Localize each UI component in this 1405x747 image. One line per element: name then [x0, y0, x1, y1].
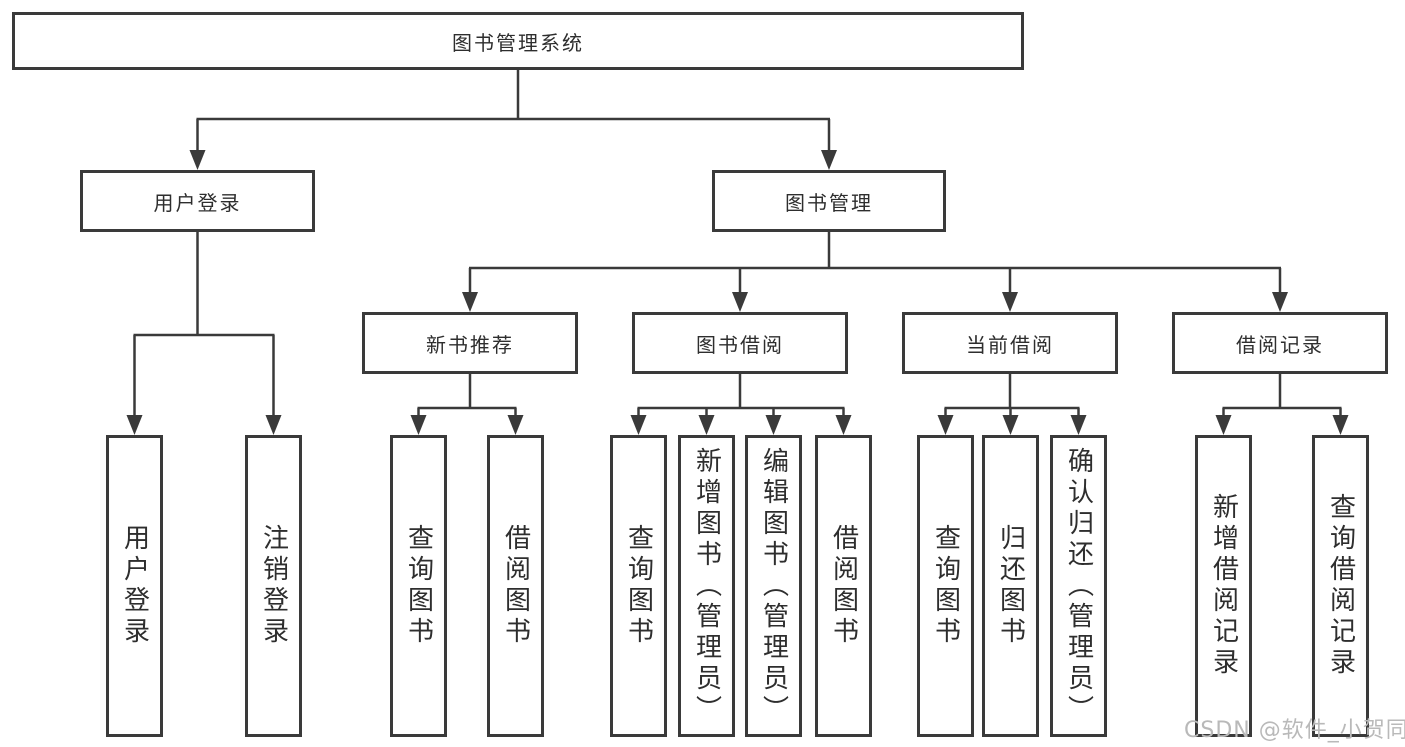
leaf-query-borrow-record: 查询借阅记录	[1312, 435, 1369, 737]
node-borrow-records: 借阅记录	[1172, 312, 1388, 374]
leaf-user-login: 用户登录	[106, 435, 163, 737]
leaf-query-books-borrow: 查询图书	[610, 435, 667, 737]
leaf-logout-label: 注销登录	[258, 524, 289, 648]
node-book-borrow: 图书借阅	[632, 312, 848, 374]
leaf-query-books-borrow-label: 查询图书	[623, 524, 654, 648]
leaf-add-borrow-record-label: 新增借阅记录	[1208, 493, 1239, 679]
leaf-query-books-current-label: 查询图书	[930, 524, 961, 648]
leaf-return-book: 归还图书	[982, 435, 1039, 737]
node-book-management: 图书管理	[712, 170, 946, 232]
node-user-login-module-label: 用户登录	[153, 190, 242, 215]
node-book-borrow-label: 图书借阅	[696, 332, 784, 357]
csdn-watermark: CSDN @软件_小贺同学	[1184, 718, 1405, 743]
leaf-confirm-return-admin: 确认归还（管理员）	[1050, 435, 1107, 737]
leaf-borrow-books-label: 借阅图书	[828, 524, 859, 648]
leaf-return-book-label: 归还图书	[995, 524, 1026, 648]
leaf-logout: 注销登录	[245, 435, 302, 737]
node-borrow-records-label: 借阅记录	[1236, 332, 1324, 357]
leaf-query-books-recommend: 查询图书	[390, 435, 447, 737]
leaf-edit-book-admin: 编辑图书（管理员）	[745, 435, 802, 737]
leaf-confirm-return-admin-label: 确认归还（管理员）	[1063, 446, 1094, 726]
leaf-query-books-current: 查询图书	[917, 435, 974, 737]
leaf-borrow-books: 借阅图书	[815, 435, 872, 737]
leaf-query-borrow-record-label: 查询借阅记录	[1325, 493, 1356, 679]
node-book-management-label: 图书管理	[785, 190, 873, 215]
leaf-add-book-admin-label: 新增图书（管理员）	[691, 446, 722, 726]
leaf-edit-book-admin-label: 编辑图书（管理员）	[758, 446, 789, 726]
leaf-user-login-label: 用户登录	[119, 524, 150, 648]
leaf-query-books-recommend-label: 查询图书	[403, 524, 434, 648]
node-user-login-module: 用户登录	[80, 170, 315, 232]
node-root-system-label: 图书管理系统	[452, 30, 584, 55]
leaf-add-borrow-record: 新增借阅记录	[1195, 435, 1252, 737]
node-root-system: 图书管理系统	[12, 12, 1024, 70]
leaf-borrow-books-recommend: 借阅图书	[487, 435, 544, 737]
leaf-borrow-books-recommend-label: 借阅图书	[500, 524, 531, 648]
node-current-borrow-label: 当前借阅	[966, 332, 1054, 357]
node-current-borrow: 当前借阅	[902, 312, 1118, 374]
node-new-book-recommend-label: 新书推荐	[426, 332, 514, 357]
leaf-add-book-admin: 新增图书（管理员）	[678, 435, 735, 737]
node-new-book-recommend: 新书推荐	[362, 312, 578, 374]
